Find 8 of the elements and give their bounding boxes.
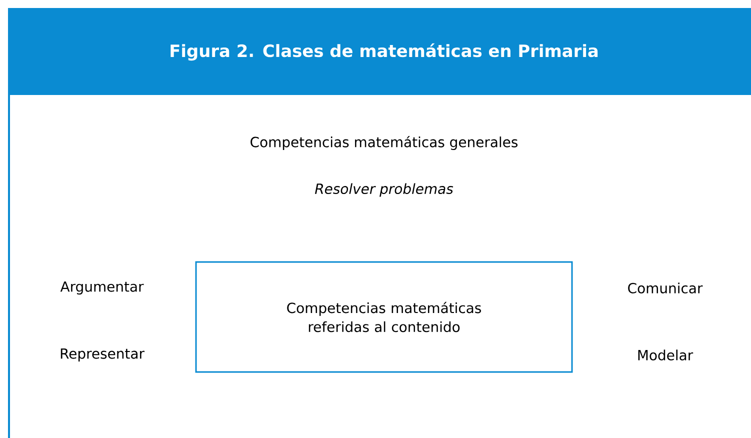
title-banner: Figura 2. Clases de matemáticas en Primaria xyxy=(8,8,751,95)
label-text: Competencias matemáticas generales xyxy=(250,136,518,150)
label-text: Argumentar xyxy=(60,281,144,295)
label-text: Modelar xyxy=(638,350,694,360)
label-text: Representar xyxy=(60,348,144,362)
label-text: Comunicar xyxy=(628,282,703,294)
label-text: Resolver problemas xyxy=(315,183,454,197)
content-box: Competencias matemáticas referidas al contenido xyxy=(195,261,573,373)
